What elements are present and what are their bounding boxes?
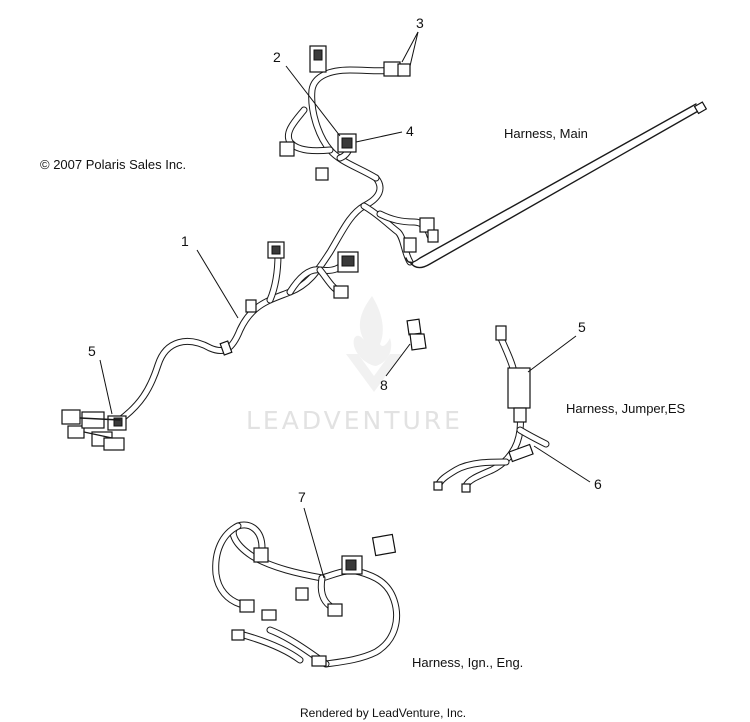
leader-3a (401, 31, 419, 63)
main-harness (61, 45, 708, 451)
jumper-harness (433, 325, 550, 493)
label-harness-jumper: Harness, Jumper,ES (566, 401, 686, 416)
callout-5-jumper: 5 (578, 319, 586, 335)
footer-credit: Rendered by LeadVenture, Inc. (300, 706, 467, 720)
leader-lines (99, 31, 591, 579)
callout-1: 1 (181, 233, 189, 249)
callout-3: 3 (416, 15, 424, 31)
label-harness-ign-eng: Harness, Ign., Eng. (412, 655, 524, 670)
leader-2 (285, 65, 341, 137)
leader-3b (409, 31, 419, 67)
callout-5-main: 5 (88, 343, 96, 359)
callout-8: 8 (380, 377, 388, 393)
leadventure-flame-logo (346, 296, 402, 392)
ign-eng-harness (212, 521, 400, 668)
callout-6: 6 (594, 476, 602, 492)
item-8-part (406, 318, 427, 351)
label-harness-main: Harness, Main (504, 126, 588, 141)
copyright-text: © 2007 Polaris Sales Inc. (40, 157, 187, 172)
leader-6 (533, 445, 591, 483)
watermark-text: LEADVENTURE (246, 406, 463, 435)
leader-7 (303, 507, 325, 579)
callout-7: 7 (298, 489, 306, 505)
leader-1 (196, 249, 239, 319)
leader-8 (385, 343, 411, 377)
callout-4: 4 (406, 123, 414, 139)
leader-5a (99, 359, 113, 415)
leader-5b (527, 335, 577, 373)
leader-4 (355, 131, 403, 143)
callout-2: 2 (273, 49, 281, 65)
